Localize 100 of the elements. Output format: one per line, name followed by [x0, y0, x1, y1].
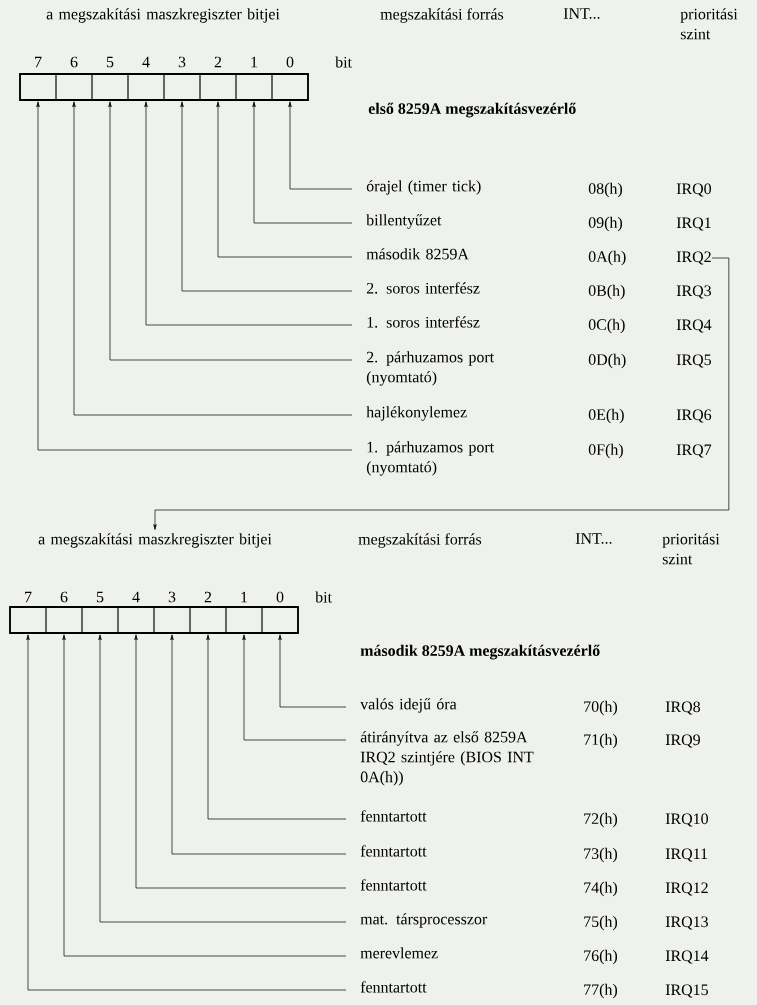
arrow [153, 257, 730, 530]
arrow [98, 634, 347, 923]
bit-number: 0 [286, 56, 294, 68]
interrupt-source-label: 2. párhuzamos port (nyomtató) [366, 351, 495, 386]
irq-label: IRQ15 [665, 984, 708, 998]
vector-number: 74(h) [584, 881, 618, 897]
irq-label: IRQ6 [676, 409, 712, 423]
arrow [26, 634, 347, 991]
vector-number: 75(h) [584, 915, 618, 931]
bit-number: 7 [35, 56, 42, 68]
vector-number: 0D(h) [588, 353, 626, 369]
irq-label: IRQ5 [676, 354, 711, 368]
interrupt-source-label: valós idejű óra [360, 698, 457, 713]
controller-title: első 8259A megszakításvezérlő [368, 102, 576, 118]
interrupt-source-label: második 8259A [366, 248, 469, 260]
bit-number: 6 [70, 56, 78, 68]
vector-number: 71(h) [584, 733, 618, 749]
arrow [242, 634, 347, 741]
register-cell [9, 606, 47, 634]
column-heading: INT... [575, 533, 612, 544]
column-heading: INT... [563, 8, 600, 19]
register-cell [189, 606, 227, 634]
arrow [36, 101, 353, 451]
vector-number: 77(h) [584, 983, 618, 999]
vector-number: 0E(h) [588, 408, 624, 424]
vector-number: 0F(h) [588, 443, 623, 459]
bit-number: 6 [60, 591, 68, 603]
controller-title: második 8259A megszakításvezérlő [360, 644, 600, 660]
irq-label: IRQ3 [676, 285, 711, 299]
arrow [288, 101, 353, 190]
irq-label: IRQ7 [676, 444, 712, 458]
interrupt-source-label: hajlékonylemez [366, 406, 467, 421]
register-cell [91, 73, 129, 101]
bit-number: 5 [106, 56, 114, 68]
interrupt-source-label: átirányítva az első 8259A IRQ2 szintjére (BIOS INT 0A(h)) [360, 731, 534, 786]
irq-label: IRQ11 [665, 848, 708, 862]
irq-label: IRQ10 [665, 813, 708, 827]
bit-number: 3 [168, 591, 176, 603]
vector-number: 0A(h) [588, 250, 626, 266]
bit-number: 1 [241, 591, 248, 603]
bit-number: 7 [25, 591, 32, 603]
interrupt-source-label: merevlemez [360, 947, 438, 959]
vector-number: 09(h) [588, 216, 623, 232]
interrupt-source-label: fenntartott [360, 879, 427, 891]
irq-label: IRQ4 [676, 319, 712, 333]
column-heading: prioritási szint [662, 533, 720, 565]
interrupt-source-label: fenntartott [360, 810, 427, 822]
bit-number: 5 [96, 591, 104, 603]
column-heading: megszakítási forrás [380, 8, 504, 23]
irq-label: IRQ9 [665, 734, 700, 748]
arrow [170, 634, 347, 855]
irq-label: IRQ8 [665, 701, 700, 715]
interrupt-source-label: 1. soros interfész [367, 316, 480, 328]
bit-number: 2 [204, 591, 212, 603]
register-cell [55, 73, 93, 101]
register-cell [235, 73, 273, 101]
vector-number: 76(h) [584, 949, 618, 965]
arrow [72, 101, 353, 416]
register-cell [117, 606, 155, 634]
interrupt-source-label: 2. soros interfész [366, 282, 480, 294]
register-cell [199, 73, 237, 101]
interrupt-source-label: 1. párhuzamos port (nyomtató) [366, 441, 495, 476]
arrow [278, 634, 347, 708]
arrow [216, 101, 353, 258]
vector-number: 70(h) [584, 700, 618, 716]
column-heading: megszakítási forrás [358, 533, 482, 548]
irq-label: IRQ13 [665, 916, 708, 930]
bit-number: 4 [132, 591, 140, 603]
arrow [206, 634, 347, 820]
irq-label: IRQ2 [676, 251, 711, 265]
bit-number: 2 [214, 56, 222, 68]
arrow [180, 101, 353, 292]
register-cell [225, 606, 263, 634]
interrupt-source-label: órajel (timer tick) [366, 180, 481, 195]
register-heading: a megszakítási maszkregiszter bitjei [38, 533, 272, 548]
bit-number: 4 [142, 56, 150, 68]
interrupt-source-label: fenntartott [360, 981, 427, 993]
vector-number: 0C(h) [588, 318, 625, 334]
interrupt-source-label: fenntartott [360, 845, 427, 857]
interrupt-source-label: billentyűzet [366, 214, 442, 229]
bit-number: 1 [251, 56, 258, 68]
register-cell [45, 606, 83, 634]
arrow [252, 101, 353, 224]
arrow [108, 101, 353, 361]
arrow [144, 101, 353, 326]
register-cell [271, 73, 309, 101]
bit-number: 0 [276, 591, 284, 603]
arrow [62, 634, 347, 957]
register-cell [19, 73, 57, 101]
arrow [134, 634, 347, 889]
vector-number: 73(h) [584, 847, 618, 863]
irq-label: IRQ0 [676, 183, 711, 197]
vector-number: 08(h) [588, 182, 623, 198]
register-cell [127, 73, 165, 101]
bit-label: bit [335, 56, 352, 68]
irq-label: IRQ12 [665, 882, 708, 896]
register-cell [261, 606, 299, 634]
register-heading: a megszakítási maszkregiszter bitjei [46, 8, 280, 23]
vector-number: 72(h) [584, 812, 618, 828]
bit-label: bit [315, 591, 332, 603]
